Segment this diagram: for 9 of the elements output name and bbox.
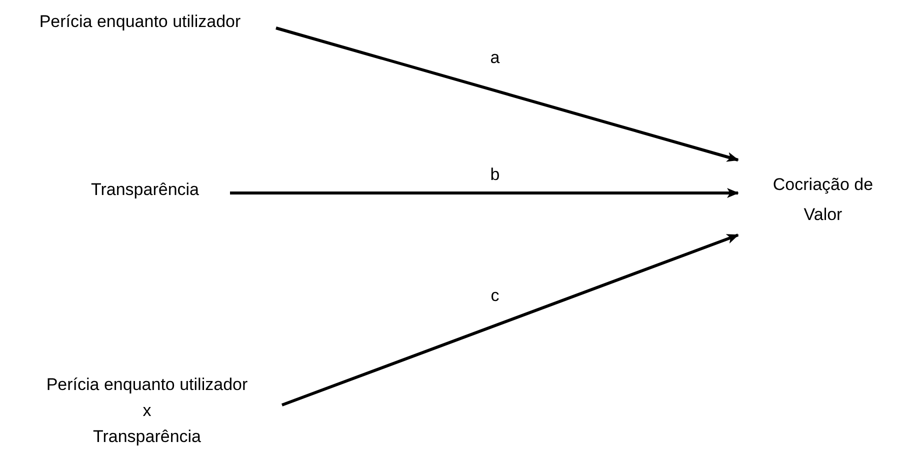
arrow (230, 188, 739, 198)
node-text: x (142, 400, 152, 422)
node-text: Cocriação de Valor (772, 174, 874, 226)
node-text: Perícia enquanto utilizador (38, 11, 242, 33)
node-text: Transparência (92, 426, 202, 448)
arrow (276, 26, 739, 162)
arrow (281, 234, 739, 406)
node-text: Perícia enquanto utilizador (45, 374, 249, 396)
node-text: Transparência (90, 179, 200, 201)
